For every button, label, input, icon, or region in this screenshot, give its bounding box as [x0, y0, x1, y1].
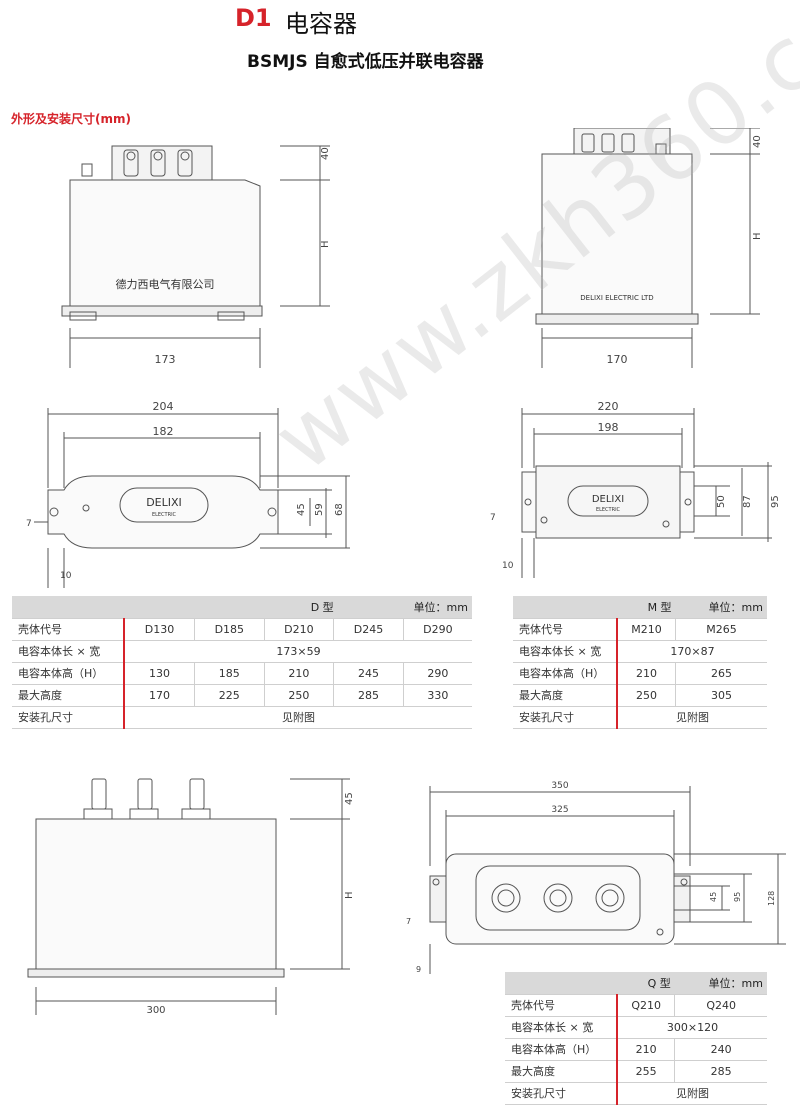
table-d: D 型 单位：mm 壳体代号 D130 D185 D210 D245 D290 … [12, 596, 472, 729]
m-front-dim-bottom: 170 [607, 353, 628, 366]
q-top-drawing: 350 325 45 95 128 7 9 [406, 781, 786, 974]
table-row: 电容本体长 × 宽 170×87 [513, 640, 767, 663]
q-top-dim-outer: 350 [551, 781, 568, 791]
table-m: M 型 单位：mm 壳体代号 M210 M265 电容本体长 × 宽 170×8… [513, 596, 767, 729]
m-top-logo: DELIXI [592, 494, 624, 505]
m-top-dim-87: 87 [742, 495, 753, 508]
table-q-type: Q 型 [505, 972, 675, 995]
q-top-dim-7: 7 [406, 917, 411, 926]
m-top-logo-sub: ELECTRIC [596, 507, 621, 513]
table-row: 最大高度 255 285 [505, 1060, 767, 1083]
m-top-drawing: 220 198 50 87 95 7 10 DELIXI ELECTRIC [490, 400, 781, 578]
table-row: 电容本体高（H） 210 265 [513, 662, 767, 685]
table-q: Q 型 单位：mm 壳体代号 Q210 Q240 电容本体长 × 宽 300×1… [505, 972, 767, 1105]
table-d-unit: 单位：mm [333, 596, 472, 619]
table-d-type: D 型 [12, 596, 334, 619]
table-row: 电容本体长 × 宽 300×120 [505, 1016, 767, 1039]
table-m-type: M 型 [513, 596, 676, 619]
table-row: 安装孔尺寸 见附图 [513, 706, 767, 729]
d-top-dim-outer: 204 [153, 400, 174, 413]
q-front-dim-h: H [344, 891, 355, 899]
q-top-dim-45: 45 [709, 892, 718, 902]
q-top-dim-9: 9 [416, 965, 421, 974]
table-row: 安装孔尺寸 见附图 [505, 1082, 767, 1105]
m-front-dim-top: 40 [752, 135, 763, 148]
d-top-dim-10: 10 [60, 571, 72, 581]
d-top-logo-sub: ELECTRIC [152, 512, 177, 518]
header-code: D1 [235, 4, 272, 32]
table-row: 最大高度 250 305 [513, 684, 767, 707]
m-top-dim-outer: 220 [598, 400, 619, 413]
d-front-dim-bottom: 173 [155, 353, 176, 366]
table-row: 电容本体高（H） 210 240 [505, 1038, 767, 1061]
table-row: 壳体代号 D130 D185 D210 D245 D290 [12, 618, 472, 641]
d-top-dim-68: 68 [334, 503, 345, 516]
m-top-dim-95: 95 [770, 495, 781, 508]
d-front-dim-top: 40 [320, 147, 331, 160]
header-title: 电容器 [285, 10, 357, 38]
section-label: 外形及安装尺寸(mm) [11, 112, 131, 126]
table-row: 安装孔尺寸 见附图 [12, 706, 472, 729]
table-row: 电容本体高（H） 130 185 210 245 290 [12, 662, 472, 685]
d-front-brand: 德力西电气有限公司 [116, 277, 215, 291]
table-row: 壳体代号 M210 M265 [513, 618, 767, 641]
m-top-dim-50: 50 [716, 495, 727, 508]
m-front-drawing: 170 40 H DELIXI ELECTRIC LTD [535, 128, 763, 368]
d-top-dim-45: 45 [296, 503, 307, 516]
table-row: 电容本体长 × 宽 173×59 [12, 640, 472, 663]
d-top-dim-inner: 182 [153, 425, 174, 438]
m-top-dim-inner: 198 [598, 421, 619, 434]
q-front-drawing: 300 45 H [27, 778, 355, 1016]
d-top-drawing: 204 182 45 59 68 7 10 DELIXI ELECTRIC [26, 400, 350, 588]
d-front-dim-h: H [320, 240, 331, 248]
d-top-logo: DELIXI [146, 496, 182, 509]
d-front-drawing: 173 40 H 德力西电气有限公司 [61, 145, 331, 368]
table-row: 壳体代号 Q210 Q240 [505, 994, 767, 1017]
header-subtitle: BSMJS 自愈式低压并联电容器 [247, 52, 484, 72]
q-top-dim-128: 128 [767, 891, 776, 906]
m-top-dim-10: 10 [502, 561, 514, 571]
q-front-dim-top: 45 [344, 792, 355, 805]
table-q-unit: 单位：mm [674, 972, 767, 995]
table-row: 最大高度 170 225 250 285 330 [12, 684, 472, 707]
q-front-dim-bottom: 300 [146, 1005, 165, 1016]
table-m-unit: 单位：mm [675, 596, 767, 619]
d-top-dim-59: 59 [314, 503, 325, 516]
m-top-dim-7: 7 [490, 513, 496, 523]
d-top-dim-7: 7 [26, 519, 32, 529]
m-front-dim-h: H [752, 232, 763, 240]
q-top-dim-95: 95 [733, 892, 742, 902]
q-top-dim-inner: 325 [551, 805, 568, 815]
m-front-brand: DELIXI ELECTRIC LTD [580, 294, 653, 302]
